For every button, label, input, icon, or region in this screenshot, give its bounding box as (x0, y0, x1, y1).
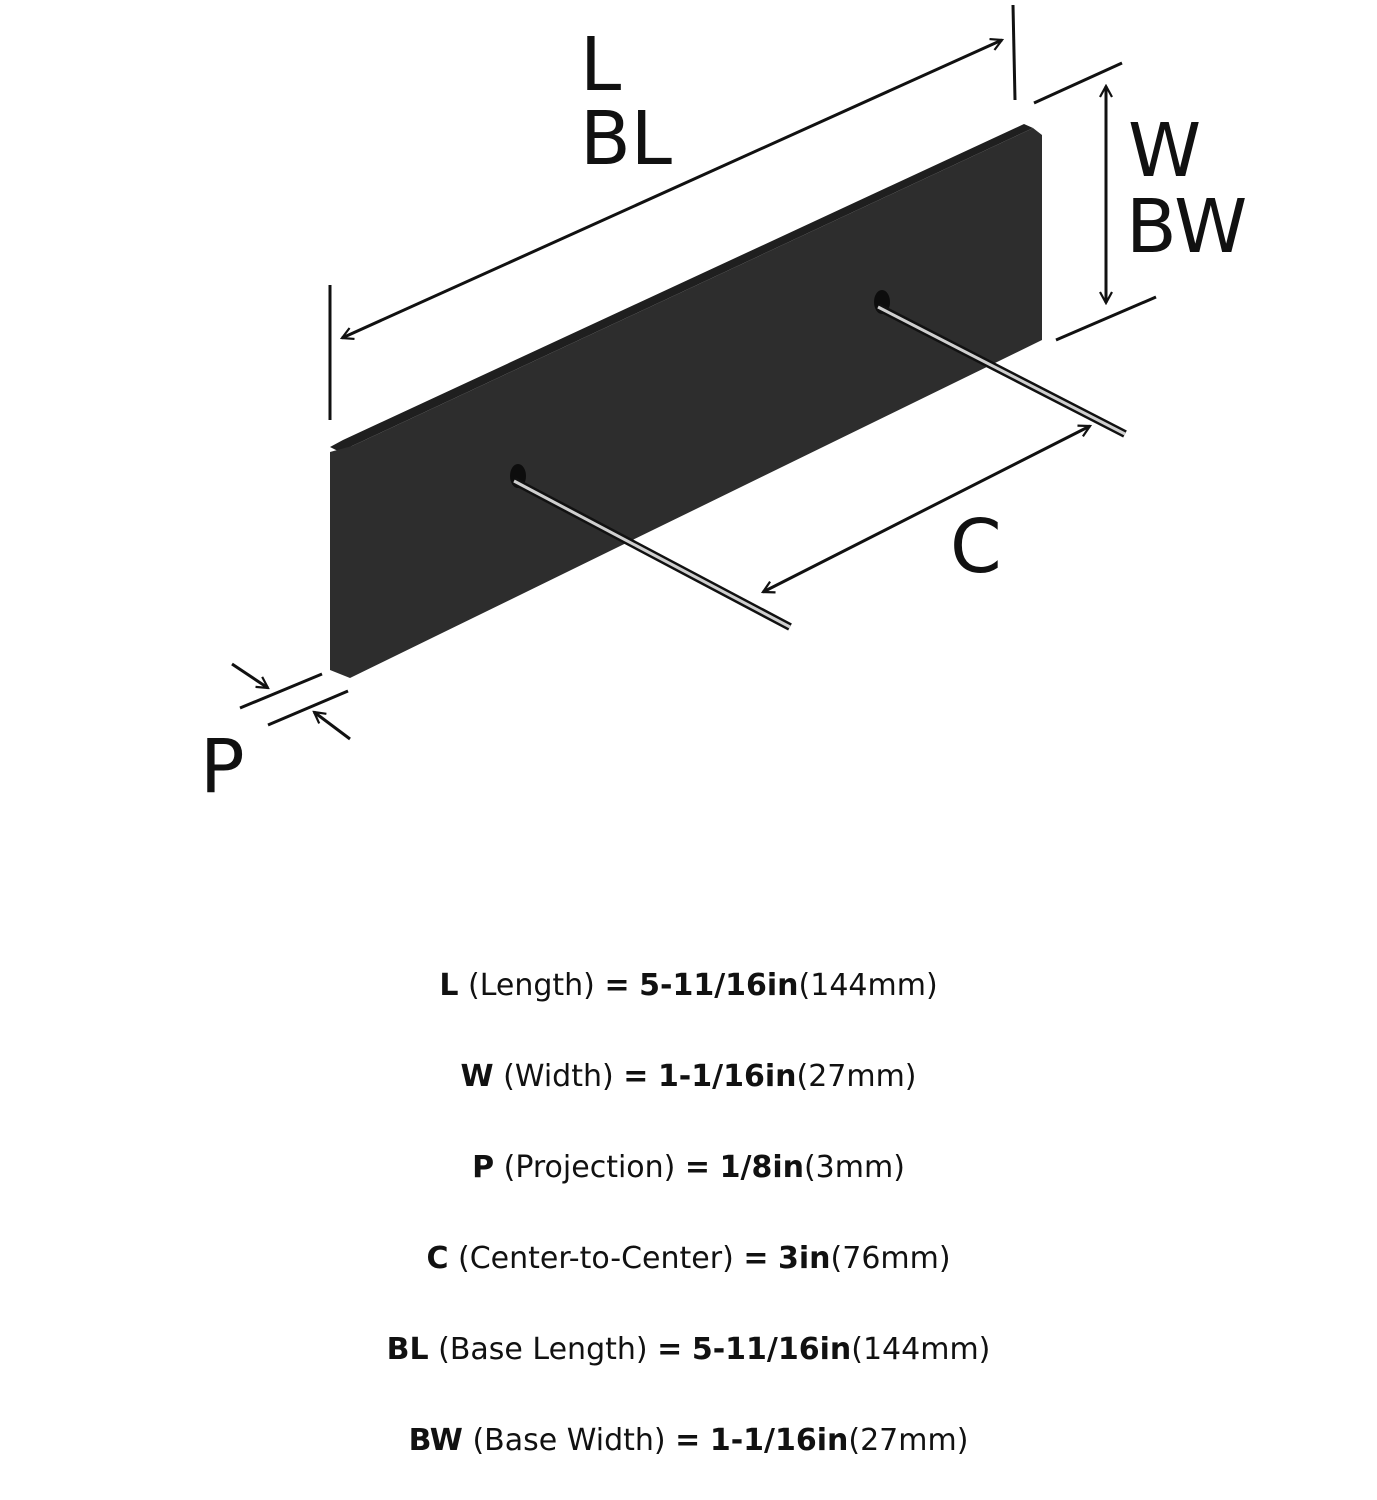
label-width: W (1128, 108, 1202, 194)
spec-name: (Base Length) (438, 1332, 648, 1367)
label-base-width: BW (1126, 184, 1248, 270)
spec-list: L (Length) = 5-11/16in(144mm) W (Width) … (0, 940, 1377, 1486)
label-center: C (950, 504, 1002, 590)
diagram-drawing (231, 4, 1157, 741)
spec-mm: (27mm) (848, 1423, 969, 1458)
spec-inch: 1/8in (719, 1150, 804, 1185)
spec-mm: (144mm) (851, 1332, 991, 1367)
spec-inch: 1-1/16in (657, 1059, 797, 1094)
spec-inch: 1-1/16in (709, 1423, 849, 1458)
spec-name: (Projection) (503, 1150, 676, 1185)
spec-name: (Length) (468, 968, 595, 1003)
spec-row-width: W (Width) = 1-1/16in(27mm) (0, 1031, 1377, 1122)
spec-inch: 3in (778, 1241, 831, 1276)
label-length: L (580, 22, 622, 108)
spec-equals: = (604, 968, 630, 1003)
screw-left (510, 464, 792, 631)
projection-dimension (231, 662, 351, 741)
spec-code: BW (408, 1423, 463, 1458)
spec-mm: (144mm) (798, 968, 938, 1003)
spec-row-projection: P (Projection) = 1/8in(3mm) (0, 1122, 1377, 1213)
label-base-length: BL (580, 96, 672, 182)
spec-code: BL (386, 1332, 429, 1367)
spec-code: W (460, 1059, 494, 1094)
spec-row-base-width: BW (Base Width) = 1-1/16in(27mm) (0, 1395, 1377, 1486)
spec-row-length: L (Length) = 5-11/16in(144mm) (0, 940, 1377, 1031)
spec-code: C (426, 1241, 449, 1276)
dimension-diagram: L BL W BW C P (200, 4, 1248, 810)
spec-code: P (472, 1150, 495, 1185)
spec-inch: 5-11/16in (639, 968, 799, 1003)
spec-inch: 5-11/16in (691, 1332, 852, 1367)
spec-name: (Center-to-Center) (458, 1241, 734, 1276)
spec-row-center: C (Center-to-Center) = 3in(76mm) (0, 1213, 1377, 1304)
spec-equals: = (657, 1332, 683, 1367)
spec-name: (Width) (503, 1059, 614, 1094)
spec-equals: = (675, 1423, 701, 1458)
backplate (330, 124, 1042, 678)
spec-equals: = (684, 1150, 711, 1185)
center-dimension (763, 426, 1090, 592)
spec-equals: = (743, 1241, 769, 1276)
spec-name: (Base Width) (472, 1423, 666, 1458)
spec-mm: (76mm) (830, 1241, 951, 1276)
spec-code: L (439, 968, 459, 1003)
spec-mm: (3mm) (803, 1150, 905, 1185)
spec-row-base-length: BL (Base Length) = 5-11/16in(144mm) (0, 1304, 1377, 1395)
width-dimension (1033, 61, 1157, 342)
label-projection: P (200, 724, 245, 810)
spec-equals: = (623, 1059, 649, 1094)
length-dimension (328, 4, 1017, 420)
spec-mm: (27mm) (796, 1059, 917, 1094)
